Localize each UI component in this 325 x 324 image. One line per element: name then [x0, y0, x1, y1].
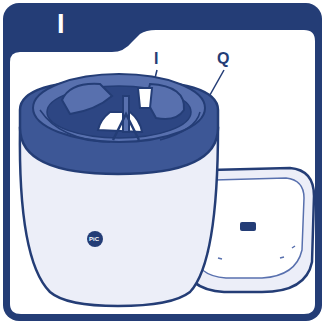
- lid-slot: [240, 222, 256, 231]
- frame: [3, 3, 322, 321]
- part: [138, 88, 152, 108]
- part: [62, 84, 112, 114]
- stand: [113, 114, 139, 140]
- lid-marks: [205, 246, 295, 259]
- logo-text: PiC: [89, 236, 99, 242]
- ring-line: [40, 110, 200, 142]
- chamber: [33, 74, 205, 142]
- step-letter: I: [57, 11, 65, 38]
- logo-circle: [87, 231, 103, 247]
- panel: [10, 30, 315, 314]
- callout-letter: I: [154, 51, 158, 67]
- part: [98, 112, 142, 132]
- callout-letter: Q: [217, 51, 229, 67]
